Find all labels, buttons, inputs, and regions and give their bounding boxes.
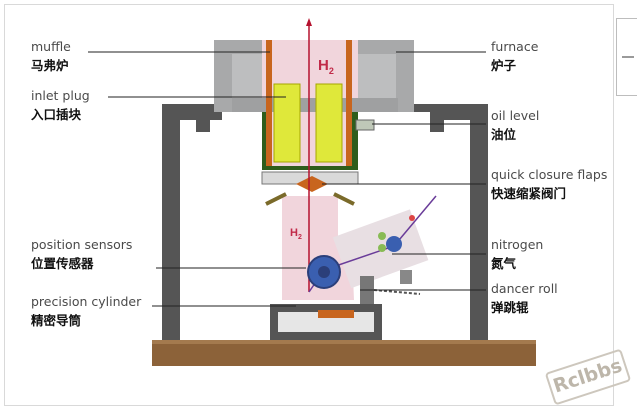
label-zh: 精密导筒 [31,313,82,328]
quick-closure-flaps [261,171,359,206]
label-zh: 炉子 [491,58,517,73]
label-zh: 马弗炉 [31,58,69,73]
collapse-dash-icon [622,56,634,58]
label-en: dancer roll [491,281,558,296]
label-zh: 快速缩紧阀门 [491,186,567,201]
label-furnace: furnace 炉子 [491,39,538,74]
label-oil-level: oil level 油位 [491,108,539,143]
label-zh: 油位 [491,127,517,142]
label-en: precision cylinder [31,294,142,309]
cylinder-base [270,304,382,340]
label-en: quick closure flaps [491,167,608,182]
label-en: position sensors [31,237,133,252]
dancer-mechanism [307,215,421,306]
inlet-plugs [273,83,343,163]
muffle-tube [266,40,352,166]
label-zh: 弹跳辊 [491,300,529,315]
label-muffle: muffle 马弗炉 [31,39,71,74]
label-precision-cylinder: precision cylinder 精密导筒 [31,294,141,329]
label-position-sensors: position sensors 位置传感器 [31,237,132,272]
label-zh: 位置传感器 [31,256,94,271]
figure-frame [4,4,614,406]
base-plate [152,340,536,366]
h2-top-label: H2 [318,57,334,76]
leader-lines [88,51,486,307]
label-quick-closure-flaps: quick closure flaps 快速缩紧阀门 [491,167,607,202]
label-nitrogen: nitrogen 氮气 [491,237,543,272]
lower-gas-channel [282,196,429,300]
side-collapse-tab[interactable] [616,18,637,96]
base-plate-top [152,340,536,344]
label-en: oil level [491,108,540,123]
label-en: furnace [491,39,539,54]
label-zh: 入口插块 [31,107,82,122]
label-dancer-roll: dancer roll 弹跳辊 [491,281,558,316]
h2-side-label: H2 [290,227,302,241]
furnace-body [214,40,414,112]
label-zh: 氮气 [491,256,517,271]
label-en: nitrogen [491,237,544,252]
label-en: inlet plug [31,88,90,103]
label-en: muffle [31,39,71,54]
label-inlet-plug: inlet plug 入口插块 [31,88,90,123]
